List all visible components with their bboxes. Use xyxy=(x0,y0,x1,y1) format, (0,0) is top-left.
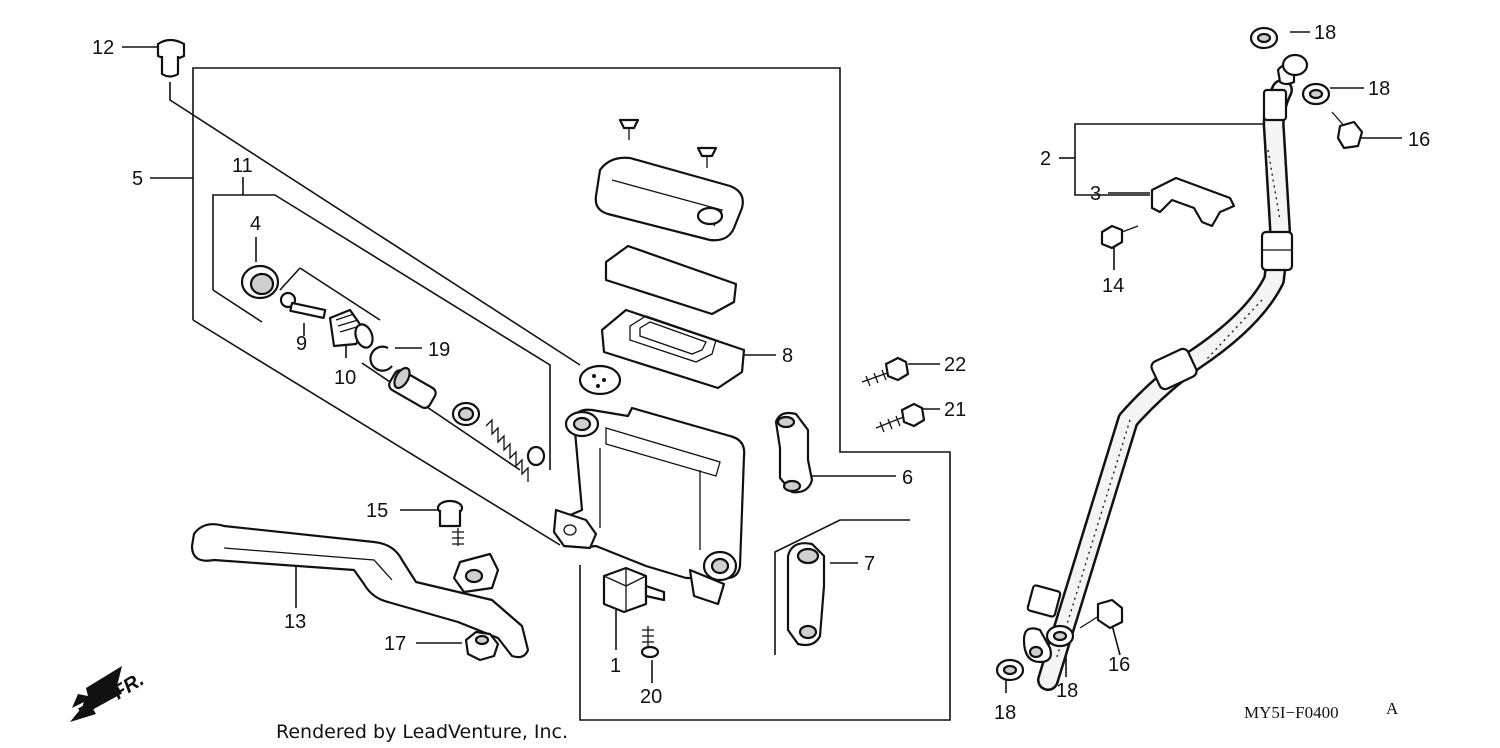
callout-16-lower: 16 xyxy=(1108,654,1130,676)
brake-hose-part xyxy=(1026,53,1309,691)
callout-4: 4 xyxy=(250,213,261,235)
cup-part xyxy=(451,401,481,427)
callout-15: 15 xyxy=(366,500,388,522)
washer-parts xyxy=(995,26,1331,682)
dust-boot-part xyxy=(328,308,374,349)
callout-5: 5 xyxy=(132,168,143,190)
callout-22: 22 xyxy=(944,354,966,376)
callout-9: 9 xyxy=(296,333,307,355)
callout-18-top: 18 xyxy=(1314,22,1336,44)
callout-2: 2 xyxy=(1040,148,1051,170)
diagram-code: MY5I−F0400 xyxy=(1244,703,1339,722)
spring-part xyxy=(485,418,546,482)
callout-13: 13 xyxy=(284,611,306,633)
clamp-bolt-part xyxy=(1100,224,1139,250)
callout-19: 19 xyxy=(428,339,450,361)
callout-1: 1 xyxy=(610,655,621,677)
brake-lever-part xyxy=(190,523,530,659)
circlip-part xyxy=(369,345,393,372)
pivot-nut-part xyxy=(464,630,500,662)
leader-lines xyxy=(122,31,1402,693)
diagram-code-suffix: A xyxy=(1386,699,1399,718)
callout-3: 3 xyxy=(1090,183,1101,205)
banjo-bolt-upper-part xyxy=(1331,111,1364,150)
diaphragm-plate-part xyxy=(604,244,738,316)
holder-screw-22-part xyxy=(861,356,910,387)
banjo-bolt-lower-part xyxy=(1079,598,1124,630)
master-cylinder-body-part xyxy=(552,406,746,606)
front-arrow-icon xyxy=(70,666,122,722)
callout-8: 8 xyxy=(782,345,793,367)
reservoir-cover-part xyxy=(594,156,744,242)
lower-holder-part xyxy=(786,542,826,647)
callout-6: 6 xyxy=(902,467,913,489)
callout-11: 11 xyxy=(232,155,253,177)
upper-holder-part xyxy=(774,411,814,494)
bleeder-cap-part xyxy=(156,38,186,78)
cover-screw-part xyxy=(618,118,718,168)
switch-screw-part xyxy=(640,626,660,659)
callout-18-upper: 18 xyxy=(1368,78,1390,100)
callout-20: 20 xyxy=(640,686,662,708)
brake-switch-part xyxy=(602,566,666,614)
pivot-bolt-part xyxy=(436,499,464,546)
callout-10: 10 xyxy=(334,367,356,389)
callout-labels: 1 2 3 4 5 6 7 8 9 10 11 12 13 14 15 16 1… xyxy=(92,22,1430,724)
diaphragm-part xyxy=(600,308,746,390)
holder-screw-21-part xyxy=(875,402,926,433)
push-rod-part xyxy=(279,291,327,319)
callout-17: 17 xyxy=(384,633,406,655)
callout-7: 7 xyxy=(864,553,875,575)
piston-part xyxy=(388,366,437,409)
callout-18-lower-left: 18 xyxy=(994,702,1016,724)
callout-14: 14 xyxy=(1102,275,1124,297)
callout-12: 12 xyxy=(92,37,114,59)
callout-16-upper: 16 xyxy=(1408,129,1430,151)
float-part xyxy=(578,364,622,396)
assembly-frame-lines xyxy=(169,67,1270,721)
boot-part xyxy=(240,264,280,300)
callout-21: 21 xyxy=(944,399,966,421)
hose-clamp-part xyxy=(1150,176,1236,228)
callout-18-lower-right: 18 xyxy=(1056,680,1078,702)
render-credit: Rendered by LeadVenture, Inc. xyxy=(276,721,568,743)
